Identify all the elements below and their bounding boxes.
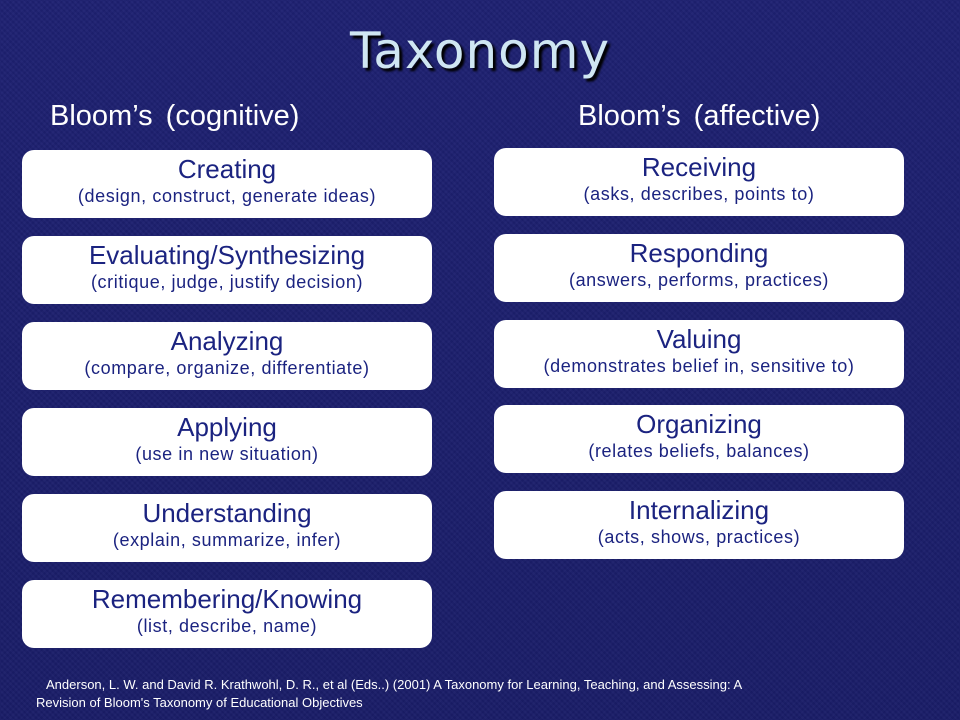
- citation-line-1: Anderson, L. W. and David R. Krathwohl, …: [46, 677, 743, 692]
- level-label: Organizing: [636, 409, 762, 439]
- level-label: Evaluating/Synthesizing: [88, 240, 366, 270]
- level-detail: (explain, summarize, infer): [112, 530, 342, 550]
- slide-title: Taxonomy: [349, 22, 611, 80]
- affective-level-valuing: Valuing (demonstrates belief in, sensiti…: [494, 320, 904, 388]
- level-label: Valuing: [656, 324, 742, 354]
- cognitive-level-understanding: Understanding (explain, summarize, infer…: [22, 494, 432, 562]
- level-detail: (demonstrates belief in, sensitive to): [543, 356, 855, 376]
- affective-level-responding: Responding (answers, performs, practices…: [494, 234, 904, 302]
- level-label: Creating: [177, 154, 277, 184]
- citation: Anderson, L. W. and David R. Krathwohl, …: [36, 676, 936, 712]
- affective-level-receiving: Receiving (asks, describes, points to): [494, 148, 904, 216]
- level-label: Analyzing: [170, 326, 284, 356]
- level-label: Internalizing: [628, 495, 770, 525]
- level-label: Remembering/Knowing: [91, 584, 363, 614]
- level-label: Responding: [629, 238, 769, 268]
- level-detail: (answers, performs, practices): [568, 270, 830, 290]
- level-detail: (critique, judge, justify decision): [90, 272, 364, 292]
- level-label: Understanding: [142, 498, 312, 528]
- level-label: Receiving: [641, 152, 757, 182]
- level-detail: (use in new situation): [135, 444, 319, 464]
- cognitive-heading: Bloom’s (cognitive): [50, 100, 300, 132]
- level-detail: (design, construct, generate ideas): [77, 186, 377, 206]
- cognitive-level-applying: Applying (use in new situation): [22, 408, 432, 476]
- level-detail: (list, describe, name): [136, 616, 318, 636]
- level-label: Applying: [177, 412, 277, 442]
- affective-heading: Bloom’s (affective): [578, 100, 821, 132]
- cognitive-level-remembering: Remembering/Knowing (list, describe, nam…: [22, 580, 432, 648]
- cognitive-level-evaluating: Evaluating/Synthesizing (critique, judge…: [22, 236, 432, 304]
- cognitive-level-creating: Creating (design, construct, generate id…: [22, 150, 432, 218]
- level-detail: (compare, organize, differentiate): [84, 358, 370, 378]
- citation-line-2: Revision of Bloom's Taxonomy of Educatio…: [36, 695, 363, 710]
- affective-level-internalizing: Internalizing (acts, shows, practices): [494, 491, 904, 559]
- level-detail: (relates beliefs, balances): [588, 441, 810, 461]
- level-detail: (acts, shows, practices): [597, 527, 801, 547]
- cognitive-level-analyzing: Analyzing (compare, organize, differenti…: [22, 322, 432, 390]
- affective-level-organizing: Organizing (relates beliefs, balances): [494, 405, 904, 473]
- level-detail: (asks, describes, points to): [583, 184, 815, 204]
